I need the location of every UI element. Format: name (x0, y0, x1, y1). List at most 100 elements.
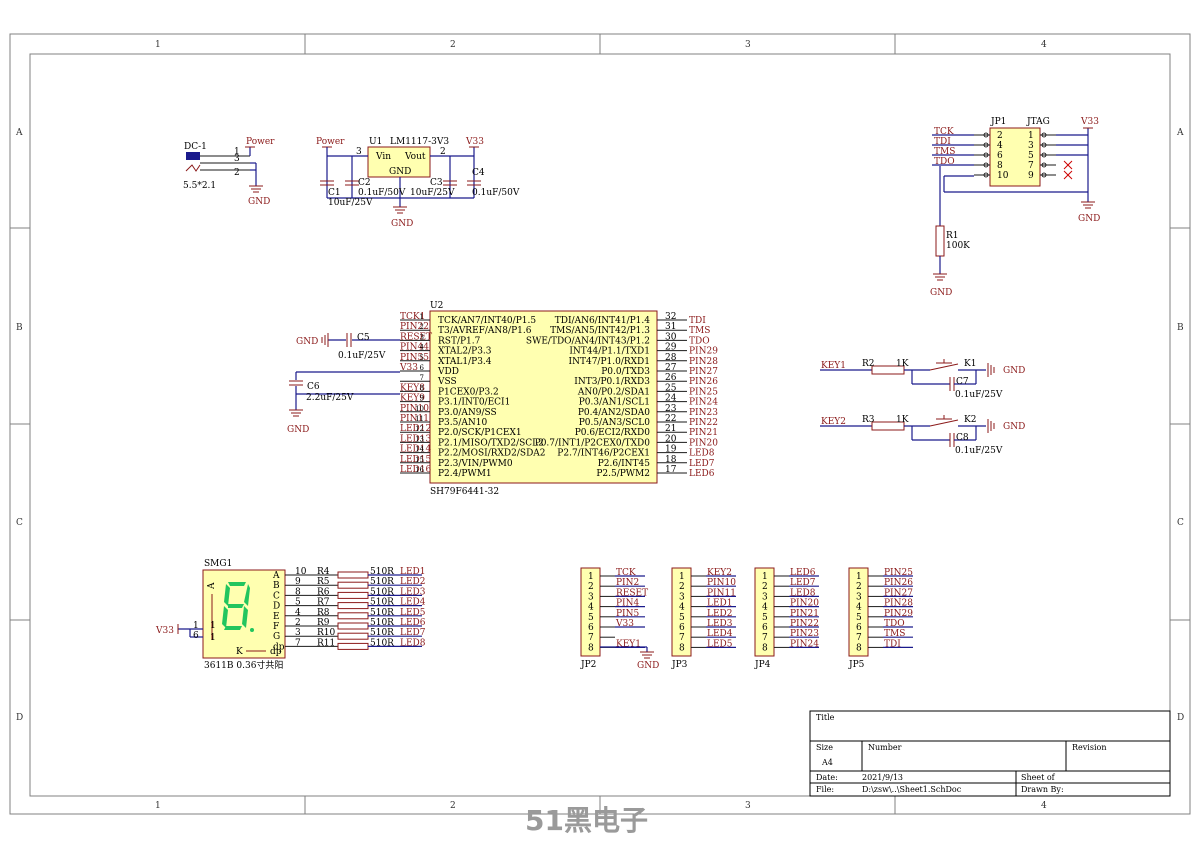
seg-res-ref-1: R4 (317, 567, 330, 577)
seg-pin-5: 5 (295, 598, 301, 608)
seg-pin-4: 4 (295, 608, 301, 618)
r1-value: 100K (946, 241, 970, 251)
mcu-right-net-24: PIN24 (689, 398, 718, 408)
mcu-right-net-30: TDO (689, 336, 710, 346)
header-1-net-1: KEY2 (707, 568, 732, 578)
header-2-pin-2: 2 (762, 582, 768, 592)
header-1-pin-8: 8 (679, 643, 685, 653)
zone-row-left-D: D (16, 713, 23, 723)
header-3-pin-5: 5 (856, 613, 862, 623)
jtag-right-pin-5: 5 (1028, 151, 1034, 161)
seg-net-2: LED2 (400, 577, 426, 587)
header-0-pin-2: 2 (588, 582, 594, 592)
header-2-pin-8: 8 (762, 643, 768, 653)
mcu-left-pinname-11: P3.5/AN10 (438, 418, 488, 428)
header-3-pin-8: 8 (856, 643, 862, 653)
jtag-left-pin-10: 10 (997, 171, 1009, 181)
header-3-net-3: PIN27 (884, 588, 913, 598)
zone-col-top-4: 4 (1041, 40, 1047, 50)
seg-letter-8: dp (273, 642, 285, 652)
reg-vin: Vin (375, 152, 391, 162)
mcu-left-pinname-9: P3.1/INT0/ECI1 (438, 398, 510, 408)
mcu-right-net-20: PIN20 (689, 438, 718, 448)
reg-gnd-pin: GND (389, 167, 411, 177)
jtag-body (989, 127, 1041, 187)
reg-c3-value: 10uF/25V (410, 188, 455, 198)
jtag-net-tdi: TDI (934, 137, 951, 147)
mcu-right-pinnum-21: 21 (665, 424, 676, 434)
zone-col-bottom-3: 3 (745, 801, 751, 811)
tb-size-value: A4 (821, 758, 833, 767)
mcu-right-pinnum-32: 32 (665, 312, 676, 322)
header-0-net-6: V33 (615, 619, 634, 629)
seg-res-val-2: 510R (370, 577, 394, 587)
seg-part: 3611B 0.36寸共阳 (204, 659, 283, 671)
mcu-right-net-29: PIN29 (689, 347, 718, 357)
mcu-right-pinname-26: INT3/P0.1/RXD3 (574, 377, 650, 387)
r1-body (935, 225, 945, 257)
c6-gnd: GND (287, 425, 309, 435)
header-2-net-3: LED8 (790, 588, 816, 598)
jtag-power: V33 (1080, 117, 1099, 127)
mcu-right-pinname-24: P0.3/AN1/SCL1 (579, 398, 650, 408)
mcu-right-pinname-31: TMS/AN5/INT42/P1.3 (550, 326, 650, 336)
seg-net-4: LED4 (400, 598, 426, 608)
dc-gnd-label: GND (248, 197, 270, 207)
header-3-pin-2: 2 (856, 582, 862, 592)
mcu-right-pinnum-31: 31 (665, 322, 676, 332)
mcu-ref: U2 (430, 301, 443, 311)
mcu-left-net-11: PIN11 (400, 414, 429, 424)
mcu-right-net-19: LED8 (689, 449, 715, 459)
mcu-left-net-10: PIN10 (400, 404, 429, 414)
jtag-right-pin-1: 1 (1028, 131, 1034, 141)
header-1-pin-5: 5 (679, 613, 685, 623)
mcu-right-pinnum-23: 23 (665, 404, 677, 414)
mcu-right-net-27: PIN27 (689, 367, 718, 377)
header-0-pin-7: 7 (588, 633, 594, 643)
mcu-left-net-4: PIN44 (400, 343, 429, 353)
header-1-net-2: PIN10 (707, 578, 736, 588)
reg-c1-ref: C1 (328, 188, 341, 198)
header-1-net-6: LED3 (707, 619, 733, 629)
header-2-pin-3: 3 (762, 592, 768, 602)
mcu-left-net-9: KEY9 (400, 394, 425, 404)
mcu-right-pinnum-30: 30 (665, 332, 677, 342)
header-ref-2: JP4 (754, 660, 771, 670)
seg-rotated-a: A (207, 582, 217, 590)
zone-row-left-B: B (16, 323, 23, 333)
header-1-net-7: LED4 (707, 629, 733, 639)
mcu-right-pinname-23: P0.4/AN2/SDA0 (578, 408, 650, 418)
header-0-net-4: PIN4 (616, 599, 639, 609)
tb-file-label: File: (816, 785, 834, 794)
c6-ref: C6 (307, 382, 320, 392)
header-1-net-8: LED5 (707, 639, 733, 649)
zone-col-top-3: 3 (745, 40, 751, 50)
tb-number-label: Number (868, 743, 902, 752)
mcu-left-pinnum-6: 6 (420, 364, 425, 372)
mcu-left-pinname-6: VDD (437, 367, 459, 377)
mcu-right-pinnum-24: 24 (665, 394, 677, 404)
mcu-left-pinname-1: TCK/AN7/INT40/P1.5 (438, 316, 536, 326)
header-ref-0: JP2 (580, 660, 596, 670)
seg-net-7: LED7 (400, 628, 426, 638)
mcu-left-pinname-4: XTAL2/P3.3 (438, 347, 492, 357)
header-2-pin-7: 7 (762, 633, 768, 643)
seg-net-1: LED1 (400, 567, 426, 577)
header-3-pin-7: 7 (856, 633, 862, 643)
tb-file-value: D:\zsw\..\Sheet1.SchDoc (862, 785, 962, 794)
seg-letter-4: D (273, 602, 280, 612)
seg-res-ref-2: R5 (317, 577, 330, 587)
zone-col-bottom-2: 2 (450, 801, 456, 811)
dc-jack: DC-1 1 3 2 Power GND 5.5*2.1 (183, 137, 275, 207)
mcu-right-pinnum-28: 28 (665, 353, 677, 363)
mcu-right-net-25: PIN25 (689, 387, 718, 397)
reg-power-out: V33 (465, 137, 484, 147)
header-3-pin-3: 3 (856, 592, 862, 602)
header-2-net-7: PIN23 (790, 629, 819, 639)
mcu-part: SH79F6441-32 (430, 487, 499, 497)
header-ref-1: JP3 (671, 660, 688, 670)
key-net-1: KEY1 (821, 361, 846, 371)
